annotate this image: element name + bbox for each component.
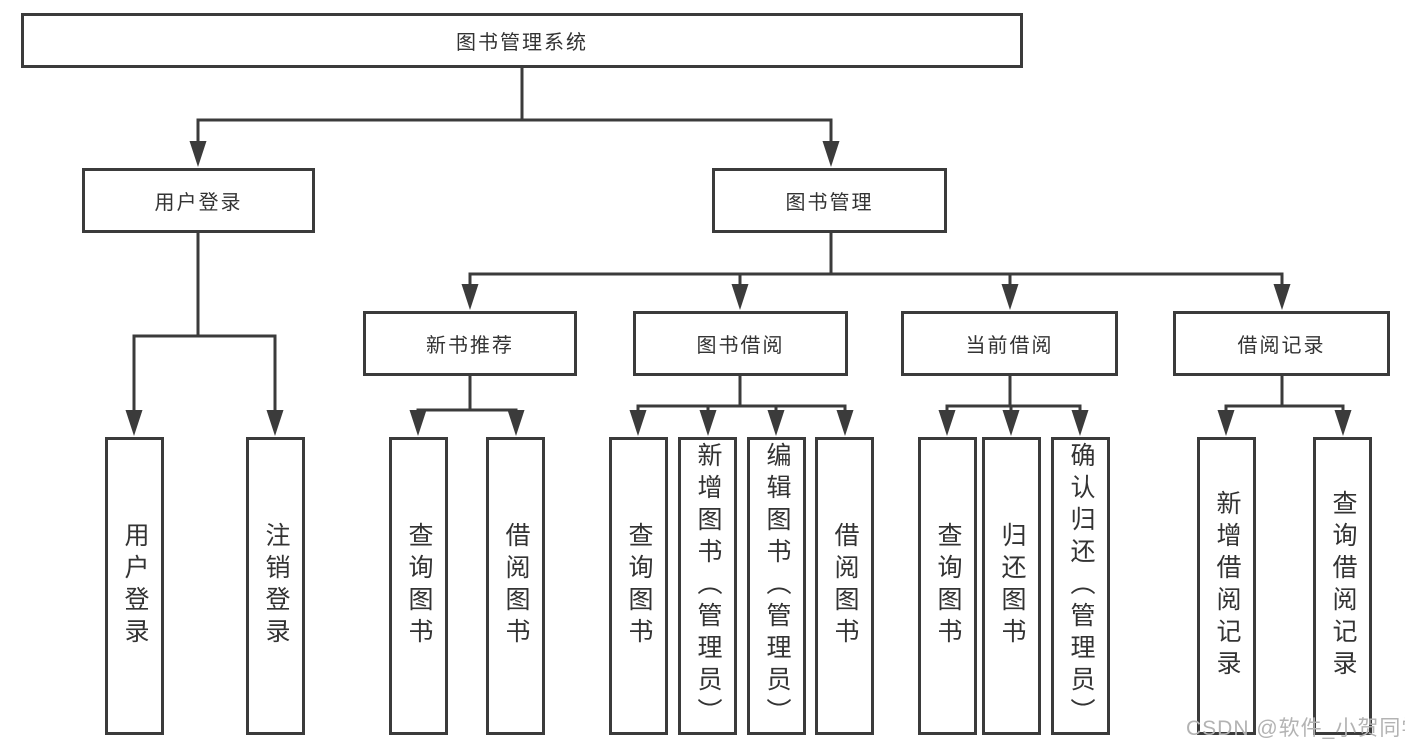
node-book-borrow-label: 图书借阅 [696, 335, 785, 357]
leaf-query-book-borrow: 查询图书 [609, 437, 668, 735]
node-root: 图书管理系统 [21, 13, 1023, 68]
node-user-login-label: 用户登录 [154, 192, 243, 214]
node-book-management: 图书管理 [712, 168, 947, 233]
leaf-logout-login: 注销登录 [246, 437, 305, 735]
node-book-borrow: 图书借阅 [633, 311, 848, 376]
leaf-confirm-return-admin-label: 确认归还（管理员） [1067, 442, 1095, 730]
leaf-query-book-borrow-label: 查询图书 [625, 522, 653, 650]
leaf-add-book-admin-label: 新增图书（管理员） [694, 442, 722, 730]
node-borrow-record-label: 借阅记录 [1237, 335, 1326, 357]
node-current-borrow: 当前借阅 [901, 311, 1118, 376]
leaf-user-login-label: 用户登录 [121, 522, 149, 650]
leaf-add-borrow-record-label: 新增借阅记录 [1213, 490, 1241, 682]
leaf-logout-login-label: 注销登录 [262, 522, 290, 650]
leaf-return-book-label: 归还图书 [998, 522, 1026, 650]
leaf-borrow-book-recommend: 借阅图书 [486, 437, 545, 735]
leaf-return-book: 归还图书 [982, 437, 1041, 735]
leaf-borrow-book-recommend-label: 借阅图书 [502, 522, 530, 650]
leaf-add-borrow-record: 新增借阅记录 [1197, 437, 1256, 735]
leaf-add-book-admin: 新增图书（管理员） [678, 437, 737, 735]
node-book-management-label: 图书管理 [785, 192, 874, 214]
leaf-query-borrow-record-label: 查询借阅记录 [1329, 490, 1357, 682]
node-new-book-recommend-label: 新书推荐 [426, 335, 514, 357]
node-current-borrow-label: 当前借阅 [965, 335, 1054, 357]
leaf-user-login: 用户登录 [105, 437, 164, 735]
leaf-query-book-current: 查询图书 [918, 437, 977, 735]
leaf-query-book-recommend-label: 查询图书 [405, 522, 433, 650]
leaf-query-book-recommend: 查询图书 [389, 437, 448, 735]
leaf-edit-book-admin-label: 编辑图书（管理员） [763, 442, 791, 730]
leaf-borrow-book-label: 借阅图书 [831, 522, 859, 650]
leaf-borrow-book: 借阅图书 [815, 437, 874, 735]
watermark: CSDN @软件_小贺同学 [1186, 717, 1405, 740]
node-root-label: 图书管理系统 [456, 32, 588, 54]
node-user-login: 用户登录 [82, 168, 315, 233]
leaf-confirm-return-admin: 确认归还（管理员） [1051, 437, 1110, 735]
leaf-query-borrow-record: 查询借阅记录 [1313, 437, 1372, 735]
node-new-book-recommend: 新书推荐 [363, 311, 577, 376]
node-borrow-record: 借阅记录 [1173, 311, 1390, 376]
leaf-edit-book-admin: 编辑图书（管理员） [747, 437, 806, 735]
leaf-query-book-current-label: 查询图书 [934, 522, 962, 650]
